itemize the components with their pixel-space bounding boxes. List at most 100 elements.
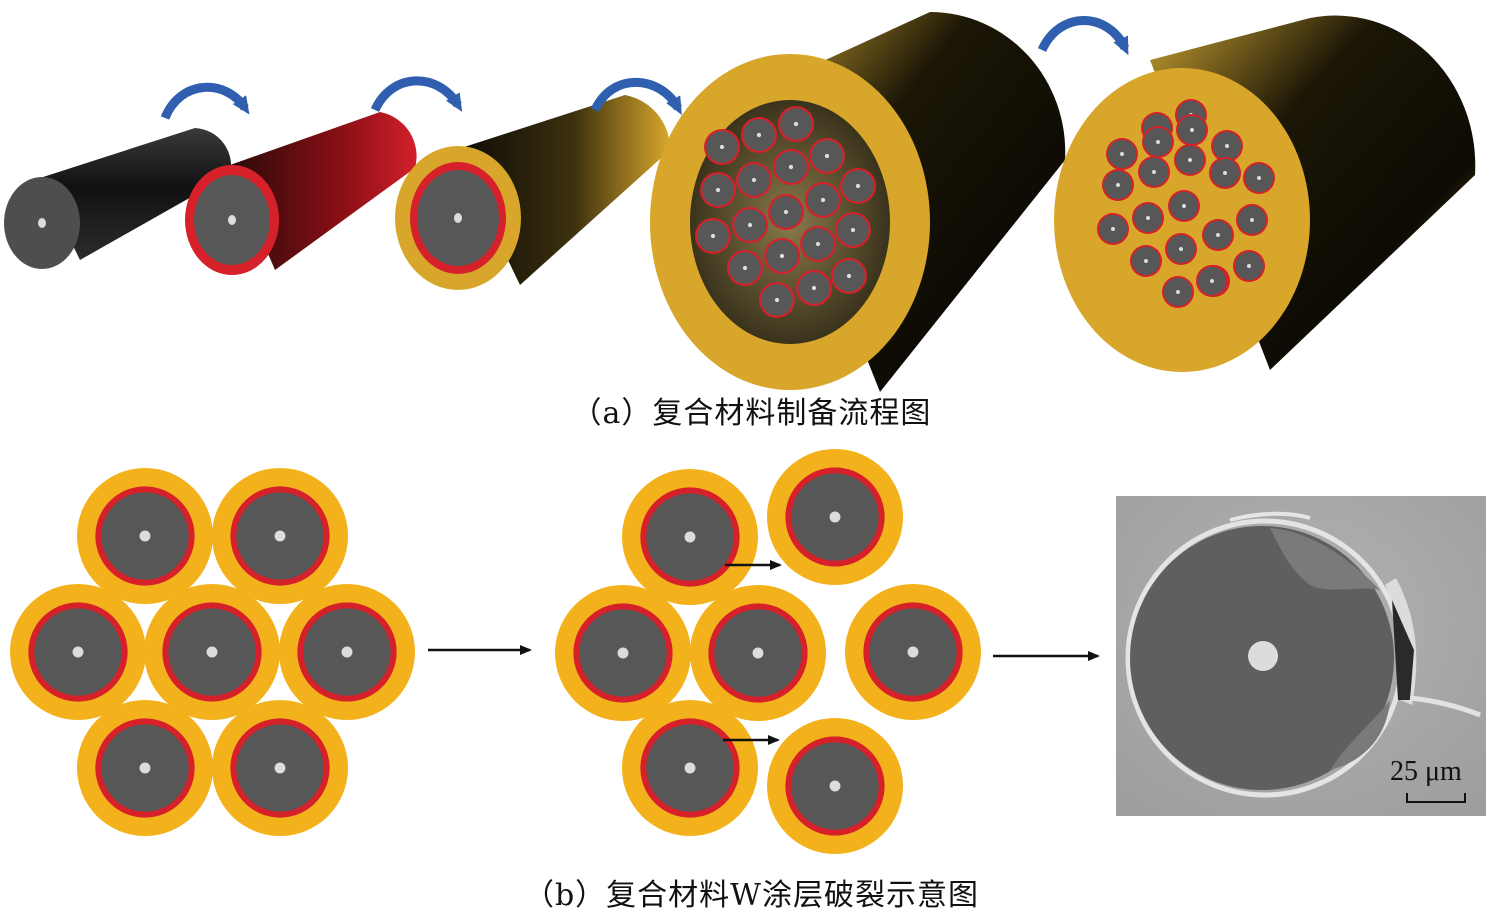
tungsten-center xyxy=(747,222,753,228)
tungsten-center xyxy=(742,265,748,271)
curved-arrow-icon xyxy=(370,76,463,113)
composite-fiber xyxy=(778,106,814,142)
tungsten-center xyxy=(206,646,218,658)
composite-fiber xyxy=(767,718,903,854)
tungsten-center xyxy=(1144,259,1148,263)
tungsten-center xyxy=(1179,247,1183,251)
composite-fiber xyxy=(212,468,348,604)
composite-fiber xyxy=(759,282,795,318)
composite-fiber xyxy=(77,468,213,604)
tungsten-center xyxy=(855,183,861,189)
composite-fiber xyxy=(1162,276,1194,308)
composite-fiber xyxy=(840,168,876,204)
composite-fiber xyxy=(1196,265,1228,297)
composite-fiber xyxy=(1174,144,1206,176)
composite-fiber xyxy=(144,584,280,720)
caption-a: （a）复合材料制备流程图 xyxy=(571,396,932,431)
composite-fiber xyxy=(1176,114,1208,146)
composite-fiber xyxy=(764,238,800,274)
tungsten-center xyxy=(752,647,764,659)
composite-fiber xyxy=(1233,250,1265,282)
composite-fiber xyxy=(809,138,845,174)
tungsten-center xyxy=(793,121,799,127)
tungsten-center xyxy=(684,762,696,774)
tungsten-center xyxy=(1182,204,1186,208)
tungsten-center xyxy=(1247,264,1251,268)
fiber-cluster-intact xyxy=(10,468,415,836)
composite-fiber xyxy=(1142,126,1174,158)
composite-fiber xyxy=(767,449,903,585)
composite-fiber xyxy=(1106,138,1138,170)
process-flow-diagram xyxy=(4,11,1476,392)
composite-fiber xyxy=(1211,130,1243,162)
composite-fiber xyxy=(831,258,867,294)
tungsten-center xyxy=(72,646,84,658)
scale-bar-label: 25 μm xyxy=(1390,756,1462,787)
tungsten-center xyxy=(719,144,725,150)
tungsten-center xyxy=(274,762,286,774)
composite-fiber xyxy=(77,700,213,836)
curved-arrow-icon xyxy=(160,82,250,120)
tungsten-center xyxy=(756,132,762,138)
tungsten-center xyxy=(788,164,794,170)
composite-fiber xyxy=(10,584,146,720)
composite-fiber xyxy=(212,700,348,836)
tungsten-center xyxy=(1188,158,1192,162)
tungsten-center xyxy=(1176,290,1180,294)
composite-fiber xyxy=(279,584,415,720)
composite-fiber xyxy=(704,129,740,165)
tungsten-center xyxy=(139,762,151,774)
tungsten-center xyxy=(617,647,629,659)
composite-fiber xyxy=(1243,162,1275,194)
composite-fiber xyxy=(773,149,809,185)
tungsten-center xyxy=(811,285,817,291)
composite-fiber xyxy=(700,172,736,208)
tungsten-center xyxy=(779,253,785,259)
composite-fiber xyxy=(695,218,731,254)
caption-b: （b）复合材料W涂层破裂示意图 xyxy=(523,878,980,913)
composite-fiber xyxy=(1202,219,1234,251)
composite-fiber xyxy=(1165,233,1197,265)
tungsten-center xyxy=(850,227,856,233)
tungsten-center xyxy=(684,531,696,543)
tungsten-center xyxy=(1216,233,1220,237)
composite-fiber xyxy=(796,270,832,306)
composite-fiber xyxy=(800,226,836,262)
scale-bar xyxy=(1406,793,1466,803)
tungsten-center xyxy=(1257,176,1261,180)
composite-fiber xyxy=(768,194,804,230)
coating-cracking-schematic: 25 μm xyxy=(10,449,1486,854)
composite-fiber xyxy=(1168,190,1200,222)
composite-fiber xyxy=(845,584,981,720)
tungsten-center xyxy=(1210,279,1214,283)
tungsten-center xyxy=(710,233,716,239)
tungsten-center xyxy=(846,273,852,279)
consolidated-composite xyxy=(1054,15,1476,372)
sem-micrograph: 25 μm xyxy=(1116,496,1486,816)
composite-fiber xyxy=(622,700,758,836)
tungsten-center xyxy=(907,646,919,658)
composite-fiber xyxy=(805,182,841,218)
tungsten-center xyxy=(1156,140,1160,144)
tungsten-center xyxy=(341,646,353,658)
composite-fiber xyxy=(555,585,691,721)
composite-fiber xyxy=(1097,213,1129,245)
composite-fiber xyxy=(1209,157,1241,189)
tungsten-center xyxy=(815,241,821,247)
tungsten-center xyxy=(783,209,789,215)
fiber-bundle-consolidated xyxy=(1097,99,1275,308)
tungsten-center xyxy=(1120,152,1124,156)
tungsten-center xyxy=(1190,128,1194,132)
composite-fiber xyxy=(835,212,871,248)
composite-fiber xyxy=(727,250,763,286)
composite-fiber xyxy=(736,162,772,198)
coated-rod xyxy=(185,112,417,275)
tungsten-center xyxy=(751,177,757,183)
composite-fiber xyxy=(1102,169,1134,201)
tungsten-center xyxy=(1250,218,1254,222)
tungsten-center xyxy=(824,153,830,159)
fiber-bundle-open xyxy=(695,106,876,318)
tungsten-center xyxy=(1146,216,1150,220)
tungsten-center xyxy=(829,780,841,792)
